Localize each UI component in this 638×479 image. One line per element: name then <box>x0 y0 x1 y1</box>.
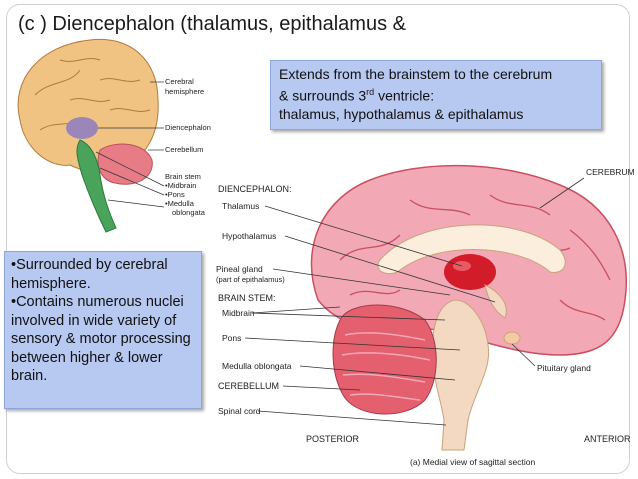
small-label-medulla: •Medulla <box>165 199 194 208</box>
label-medulla: Medulla oblongata <box>222 361 292 371</box>
corpus-callosum <box>377 224 566 275</box>
label-diencephalon: DIENCEPHALON: <box>218 184 292 194</box>
bullet-item: •Surrounded by cerebral hemisphere. <box>11 257 168 292</box>
large-cerebellum <box>332 304 437 415</box>
slide-title: (c ) Diencephalon (thalamus, epithalamus… <box>18 13 406 35</box>
small-label-diencephalon: Diencephalon <box>165 123 211 132</box>
label-pons: Pons <box>222 333 242 343</box>
callout-line-2-text: & surrounds 3 <box>279 87 367 104</box>
figure-caption: (a) Medial view of sagittal section <box>410 457 536 467</box>
callout-line-2-end: ventricle: <box>374 87 435 104</box>
small-label-cerebellum: Cerebellum <box>165 145 204 154</box>
label-spinal-cord: Spinal cord <box>218 406 261 416</box>
small-label-pons: •Pons <box>165 190 185 199</box>
large-brainstem <box>431 299 490 451</box>
callout-line-2: & surrounds 3rd ventricle: <box>279 83 593 105</box>
small-label-hemisphere: hemisphere <box>165 87 205 96</box>
small-cerebellum <box>97 143 153 185</box>
callout-line-3: thalamus, hypothalamus & epithalamus <box>279 105 524 122</box>
small-label-oblongata: oblongata <box>172 208 205 217</box>
small-label-midbrain: •Midbrain <box>165 181 197 190</box>
small-label-cerebral: Cerebral <box>165 77 194 86</box>
callout-line-2-sup: rd <box>366 87 375 97</box>
small-brain-figure <box>17 38 165 233</box>
label-anterior: ANTERIOR <box>584 434 631 444</box>
label-cerebellum: CEREBELLUM <box>218 381 280 391</box>
large-hypothalamus <box>484 284 507 319</box>
label-pineal-sub: (part of epithalamus) <box>216 275 285 284</box>
small-brainstem <box>76 139 117 233</box>
small-diencephalon <box>66 117 98 139</box>
label-posterior: POSTERIOR <box>306 434 360 444</box>
callout-bullets: •Surrounded by cerebral hemisphere. •Con… <box>4 251 202 409</box>
label-hypothalamus: Hypothalamus <box>222 231 277 241</box>
small-label-brain-stem: Brain stem <box>165 172 201 181</box>
label-midbrain: Midbrain <box>222 308 255 318</box>
label-pituitary: Pituitary gland <box>537 363 591 373</box>
label-thalamus: Thalamus <box>222 201 260 211</box>
pituitary <box>503 331 521 345</box>
large-brain-figure <box>244 164 627 451</box>
label-brain-stem: BRAIN STEM: <box>218 293 276 303</box>
callout-line-1: Extends from the brainstem to the cerebr… <box>279 66 553 82</box>
slide-frame <box>6 4 630 474</box>
callout-definition: Extends from the brainstem to the cerebr… <box>270 60 602 130</box>
label-cerebrum: CEREBRUM <box>586 167 635 177</box>
label-pineal: Pineal gland <box>216 264 263 274</box>
small-cerebrum <box>17 38 159 172</box>
large-thalamus <box>444 254 496 290</box>
bullet-item: •Contains numerous nuclei involved in wi… <box>11 294 191 384</box>
